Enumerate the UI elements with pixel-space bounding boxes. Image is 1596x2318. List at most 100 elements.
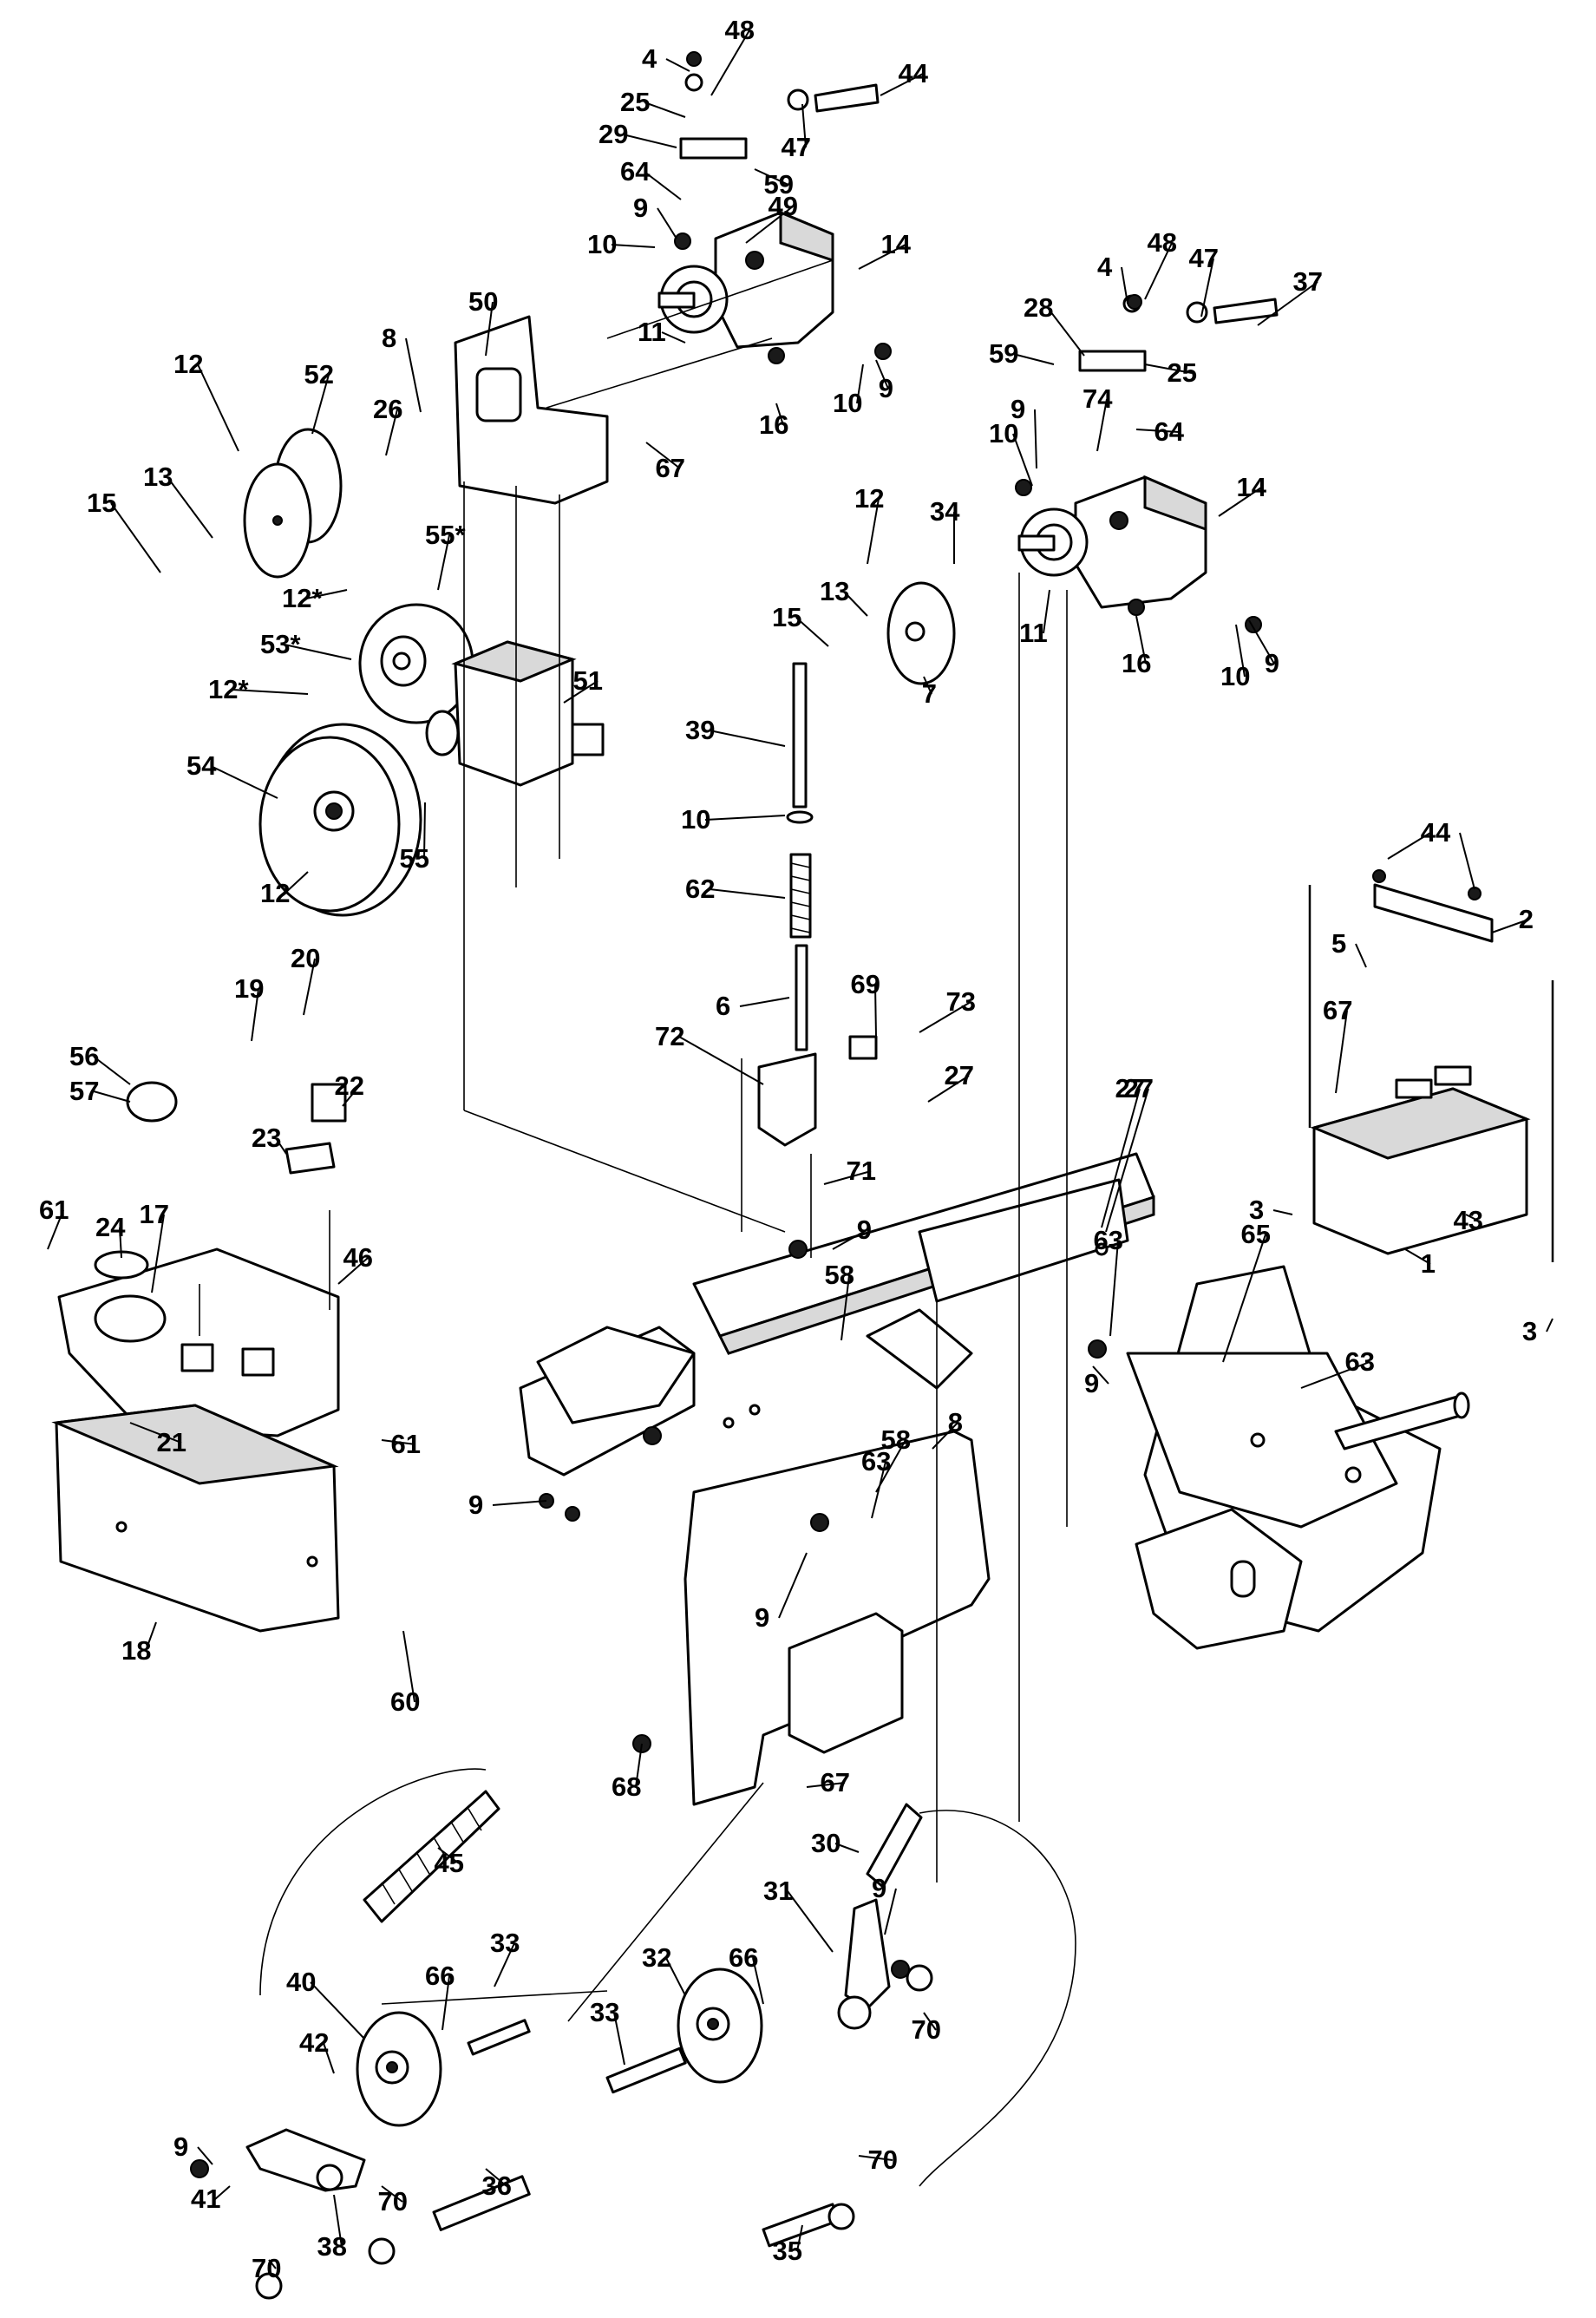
hydro-transmission-right bbox=[1017, 475, 1207, 609]
callout-label: 9 bbox=[633, 193, 648, 223]
hydro-transmission-left bbox=[657, 210, 834, 349]
callout-label: 3 bbox=[1249, 1195, 1264, 1225]
callout-label: 55* bbox=[425, 520, 466, 550]
callout-label: 18 bbox=[121, 1635, 151, 1666]
callout-label: 59 bbox=[764, 169, 794, 200]
leader-line bbox=[709, 730, 786, 747]
idler-arm-31 bbox=[837, 1898, 891, 2030]
callout-label: 71 bbox=[847, 1156, 876, 1186]
control-rods bbox=[679, 73, 1279, 372]
leader-line bbox=[874, 984, 877, 1038]
fastener-dots bbox=[190, 51, 1262, 2178]
callout-label: 27 bbox=[1124, 1073, 1154, 1103]
callout-label: 61 bbox=[39, 1195, 69, 1225]
leader-line bbox=[752, 1957, 764, 2005]
callout-label: 16 bbox=[1122, 648, 1151, 678]
callout-label: 67 bbox=[1323, 995, 1352, 1025]
console-box bbox=[51, 1404, 340, 1633]
leader-line bbox=[856, 363, 864, 404]
callout-label: 56 bbox=[69, 1041, 99, 1071]
callout-label: 8 bbox=[382, 323, 396, 353]
callout-label: 47 bbox=[782, 132, 811, 162]
callout-label: 64 bbox=[620, 156, 651, 187]
leader-line bbox=[284, 871, 309, 894]
leader-line bbox=[1012, 353, 1055, 365]
callout-label: 60 bbox=[390, 1686, 420, 1717]
callout-label: 73 bbox=[946, 986, 976, 1017]
callout-label: 9 bbox=[173, 2131, 188, 2162]
leader-line bbox=[823, 1170, 872, 1185]
callout-label: 70 bbox=[378, 2186, 408, 2217]
leader-line bbox=[622, 134, 677, 148]
centre-rod-assembly bbox=[786, 662, 814, 1051]
leader-line bbox=[1105, 1088, 1149, 1233]
leader-line bbox=[1248, 619, 1275, 665]
battery-hold-down bbox=[1308, 869, 1554, 1262]
callout-label: 9 bbox=[879, 373, 893, 403]
callout-label: 16 bbox=[759, 409, 788, 440]
callout-label: 30 bbox=[811, 1828, 841, 1858]
leader-line bbox=[644, 171, 682, 200]
callout-label: 51 bbox=[573, 665, 603, 696]
callout-label: 12 bbox=[260, 878, 290, 908]
callout-label: 12* bbox=[208, 674, 249, 704]
callout-label: 36 bbox=[482, 2171, 512, 2201]
callout-label: 65 bbox=[1241, 1219, 1271, 1249]
callout-label: 20 bbox=[291, 943, 320, 973]
idler-arm-38 bbox=[245, 2128, 366, 2192]
callout-label: 37 bbox=[1293, 266, 1323, 297]
callout-label: 32 bbox=[642, 1942, 671, 1973]
leader-line bbox=[1300, 1361, 1370, 1389]
leader-line bbox=[485, 2168, 507, 2187]
leader-line bbox=[1200, 258, 1214, 318]
leader-line bbox=[739, 997, 790, 1007]
leader-line bbox=[678, 1036, 764, 1085]
callout-label: 35 bbox=[773, 2236, 802, 2266]
callout-label: 8 bbox=[948, 1407, 963, 1437]
leader-line bbox=[795, 617, 829, 647]
leader-line bbox=[1218, 487, 1262, 517]
leader-line bbox=[927, 1075, 970, 1103]
leader-line bbox=[645, 442, 681, 469]
callout-label: 25 bbox=[620, 87, 650, 117]
callout-label: 42 bbox=[299, 2027, 329, 2058]
callout-label: 10 bbox=[587, 229, 617, 259]
callout-label: 63 bbox=[1094, 1225, 1123, 1255]
leader-line bbox=[1144, 363, 1193, 374]
leader-line bbox=[1096, 398, 1108, 452]
callout-label: 29 bbox=[598, 119, 628, 149]
callout-label: 52 bbox=[304, 359, 334, 390]
callout-label: 59 bbox=[989, 338, 1018, 369]
callout-label: 70 bbox=[252, 2253, 281, 2283]
callout-label: 48 bbox=[725, 15, 755, 45]
callout-label: 19 bbox=[234, 973, 264, 1004]
console-controls bbox=[94, 1081, 347, 1280]
callout-label: 25 bbox=[1168, 357, 1197, 388]
callout-label: 9 bbox=[1011, 394, 1025, 424]
callout-label: 27 bbox=[945, 1060, 974, 1090]
callout-label: 3 bbox=[1522, 1316, 1537, 1346]
leader-line bbox=[665, 58, 690, 72]
callout-label: 41 bbox=[191, 2184, 220, 2214]
callout-label: 58 bbox=[825, 1260, 854, 1290]
callout-label: 9 bbox=[468, 1490, 483, 1520]
callout-label: 4 bbox=[642, 43, 657, 74]
callout-label: 10 bbox=[681, 804, 710, 835]
callout-label: 66 bbox=[729, 1942, 758, 1973]
leader-line bbox=[442, 1975, 450, 2031]
leader-line bbox=[665, 1957, 686, 1996]
callout-label: 21 bbox=[157, 1427, 186, 1457]
bolts-lower bbox=[255, 1964, 933, 2300]
leader-line bbox=[704, 815, 786, 821]
leader-line bbox=[342, 1085, 360, 1107]
leader-line bbox=[880, 73, 924, 96]
leader-line bbox=[923, 676, 932, 695]
leader-line bbox=[423, 802, 426, 860]
callout-label: 11 bbox=[1019, 618, 1048, 648]
leader-line bbox=[232, 689, 309, 695]
leader-line bbox=[875, 359, 889, 390]
leader-line bbox=[1235, 624, 1246, 678]
callout-label: 23 bbox=[252, 1123, 281, 1153]
